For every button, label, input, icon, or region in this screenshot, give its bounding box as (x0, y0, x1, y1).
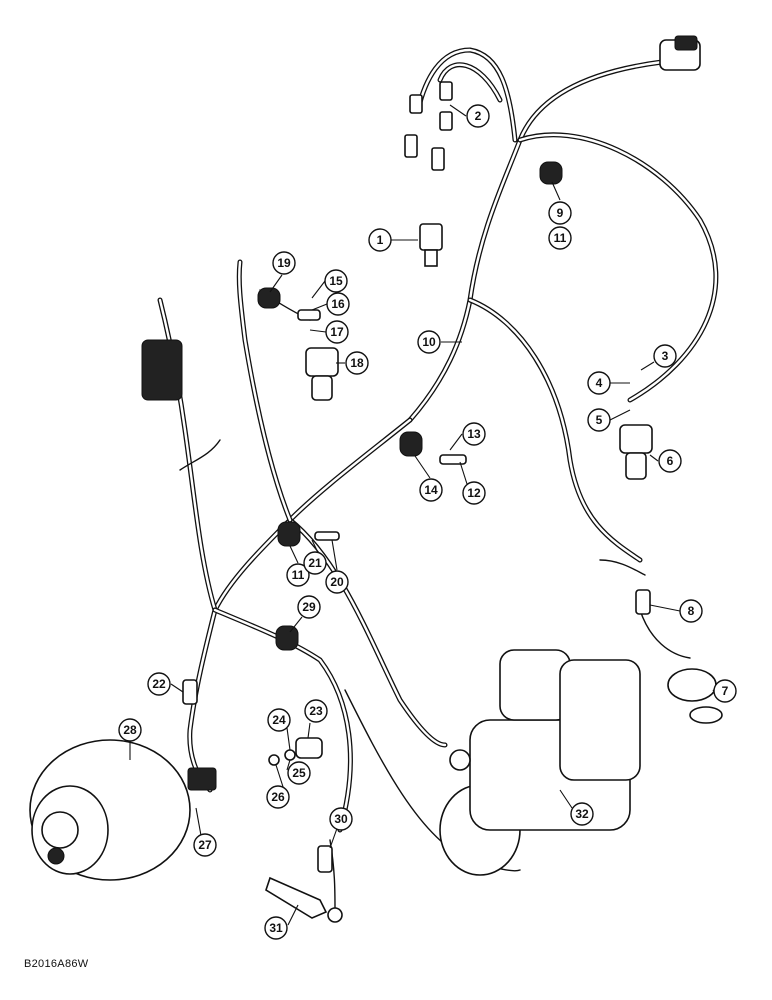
callout-11-top: 11 (548, 226, 572, 250)
callout-4: 4 (587, 371, 611, 395)
alternator-28 (29, 739, 217, 881)
svg-text:1: 1 (377, 233, 384, 247)
callout-2: 2 (466, 104, 490, 128)
svg-text:8: 8 (688, 604, 695, 618)
svg-text:20: 20 (330, 575, 344, 589)
callout-3: 3 (653, 344, 677, 368)
callout-12: 12 (462, 481, 486, 505)
svg-text:27: 27 (198, 838, 212, 852)
svg-text:5: 5 (596, 413, 603, 427)
svg-text:15: 15 (329, 274, 343, 288)
clip-11 (277, 521, 340, 547)
svg-text:12: 12 (467, 486, 481, 500)
connectors-2 (409, 81, 453, 131)
svg-text:14: 14 (424, 483, 438, 497)
callout-13: 13 (462, 422, 486, 446)
callout-10: 10 (417, 330, 441, 354)
callout-27: 27 (193, 833, 217, 857)
svg-text:29: 29 (302, 600, 316, 614)
cap-23 (268, 737, 323, 766)
svg-text:11: 11 (554, 231, 567, 245)
callout-5: 5 (587, 408, 611, 432)
svg-text:4: 4 (596, 376, 603, 390)
svg-text:10: 10 (422, 335, 436, 349)
callout-17: 17 (325, 320, 349, 344)
svg-text:9: 9 (557, 206, 564, 220)
callout-30: 30 (329, 807, 353, 831)
svg-text:24: 24 (272, 713, 286, 727)
callout-1: 1 (368, 228, 392, 252)
harness-connector-top (659, 35, 701, 71)
callout-9: 9 (548, 201, 572, 225)
callout-22: 22 (147, 672, 171, 696)
callout-24: 24 (267, 708, 291, 732)
svg-text:3: 3 (662, 349, 669, 363)
clip-19 (257, 287, 321, 321)
svg-text:19: 19 (277, 256, 291, 270)
svg-text:25: 25 (292, 766, 306, 780)
sensor-31 (265, 845, 343, 923)
switch-6 (619, 424, 653, 480)
callout-23: 23 (304, 699, 328, 723)
svg-text:18: 18 (350, 356, 364, 370)
figure-code: B2016A86W (24, 958, 89, 970)
callout-31: 31 (264, 916, 288, 940)
callout-25: 25 (287, 761, 311, 785)
svg-text:26: 26 (271, 790, 285, 804)
svg-text:6: 6 (667, 454, 674, 468)
callout-14: 14 (419, 478, 443, 502)
switch-7 (667, 668, 723, 724)
starter-motor-32 (439, 649, 641, 876)
svg-text:22: 22 (152, 677, 166, 691)
svg-text:17: 17 (330, 325, 344, 339)
svg-text:2: 2 (475, 109, 482, 123)
callout-6: 6 (658, 449, 682, 473)
callout-19: 19 (272, 251, 296, 275)
svg-text:13: 13 (467, 427, 481, 441)
svg-text:30: 30 (334, 812, 348, 826)
callout-21: 21 (303, 551, 327, 575)
callout-26: 26 (266, 785, 290, 809)
callout-20: 20 (325, 570, 349, 594)
svg-text:16: 16 (331, 297, 345, 311)
svg-text:31: 31 (269, 921, 283, 935)
clip-9 (539, 161, 563, 185)
pressure-switch-1 (404, 134, 445, 267)
connector-left (141, 339, 183, 401)
callout-32: 32 (570, 802, 594, 826)
callout-11-mid: 11 (286, 563, 310, 587)
callout-16: 16 (326, 292, 350, 316)
sender-18 (305, 347, 339, 401)
svg-text:21: 21 (308, 556, 322, 570)
svg-text:23: 23 (309, 704, 323, 718)
callout-15: 15 (324, 269, 348, 293)
callout-18: 18 (345, 351, 369, 375)
callout-28: 28 (118, 718, 142, 742)
svg-text:11: 11 (292, 568, 305, 582)
connector-22 (182, 679, 198, 705)
svg-text:7: 7 (722, 684, 729, 698)
callout-7: 7 (713, 679, 737, 703)
callout-29: 29 (297, 595, 321, 619)
connector-8 (635, 589, 651, 615)
svg-text:32: 32 (575, 807, 589, 821)
callout-8: 8 (679, 599, 703, 623)
clip-14 (399, 431, 467, 465)
svg-text:28: 28 (123, 723, 137, 737)
clip-29 (275, 625, 299, 651)
